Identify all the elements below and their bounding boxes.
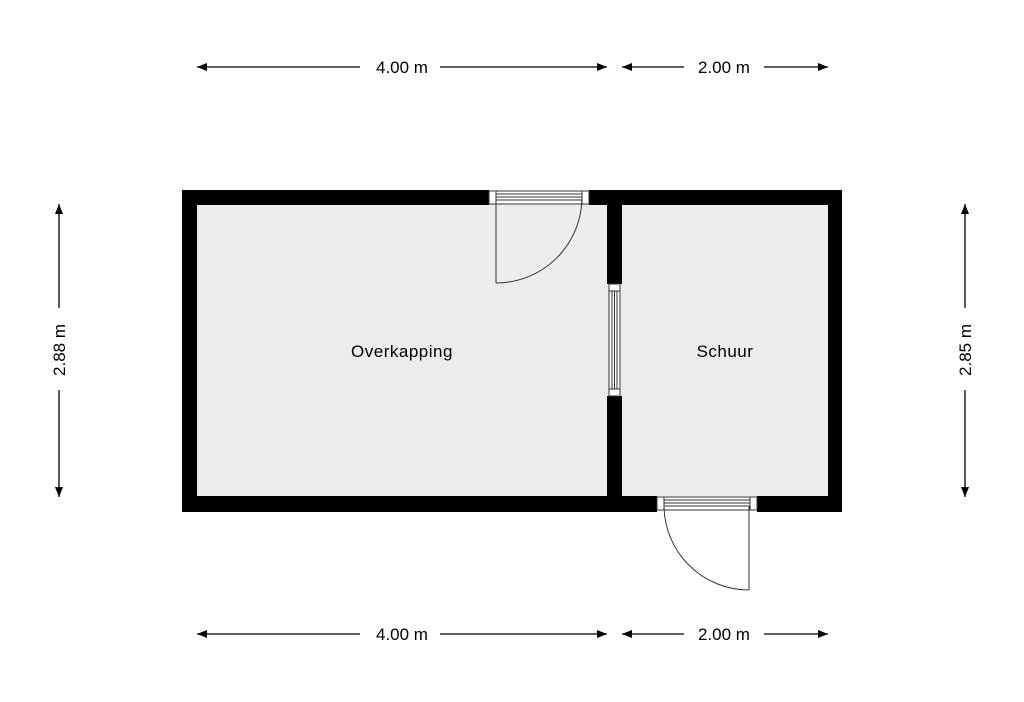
- room-floor-schuur: [621, 204, 828, 496]
- door-top: [488, 190, 590, 284]
- dimension-left-label: 2.88 m: [50, 324, 69, 376]
- room-floor-overkapping: [197, 204, 610, 496]
- dimension-bottom-right: 2.00 m: [698, 625, 750, 644]
- dimension-top-left: 4.00 m: [376, 58, 428, 77]
- dimension-top-right: 2.00 m: [698, 58, 750, 77]
- walls: [182, 190, 842, 512]
- room-label-schuur: Schuur: [697, 342, 754, 361]
- dimension-bottom-left: 4.00 m: [376, 625, 428, 644]
- room-label-overkapping: Overkapping: [351, 342, 453, 361]
- door-bottom: [656, 496, 758, 591]
- window-middle: [608, 283, 621, 397]
- dimension-right-label: 2.85 m: [956, 324, 975, 376]
